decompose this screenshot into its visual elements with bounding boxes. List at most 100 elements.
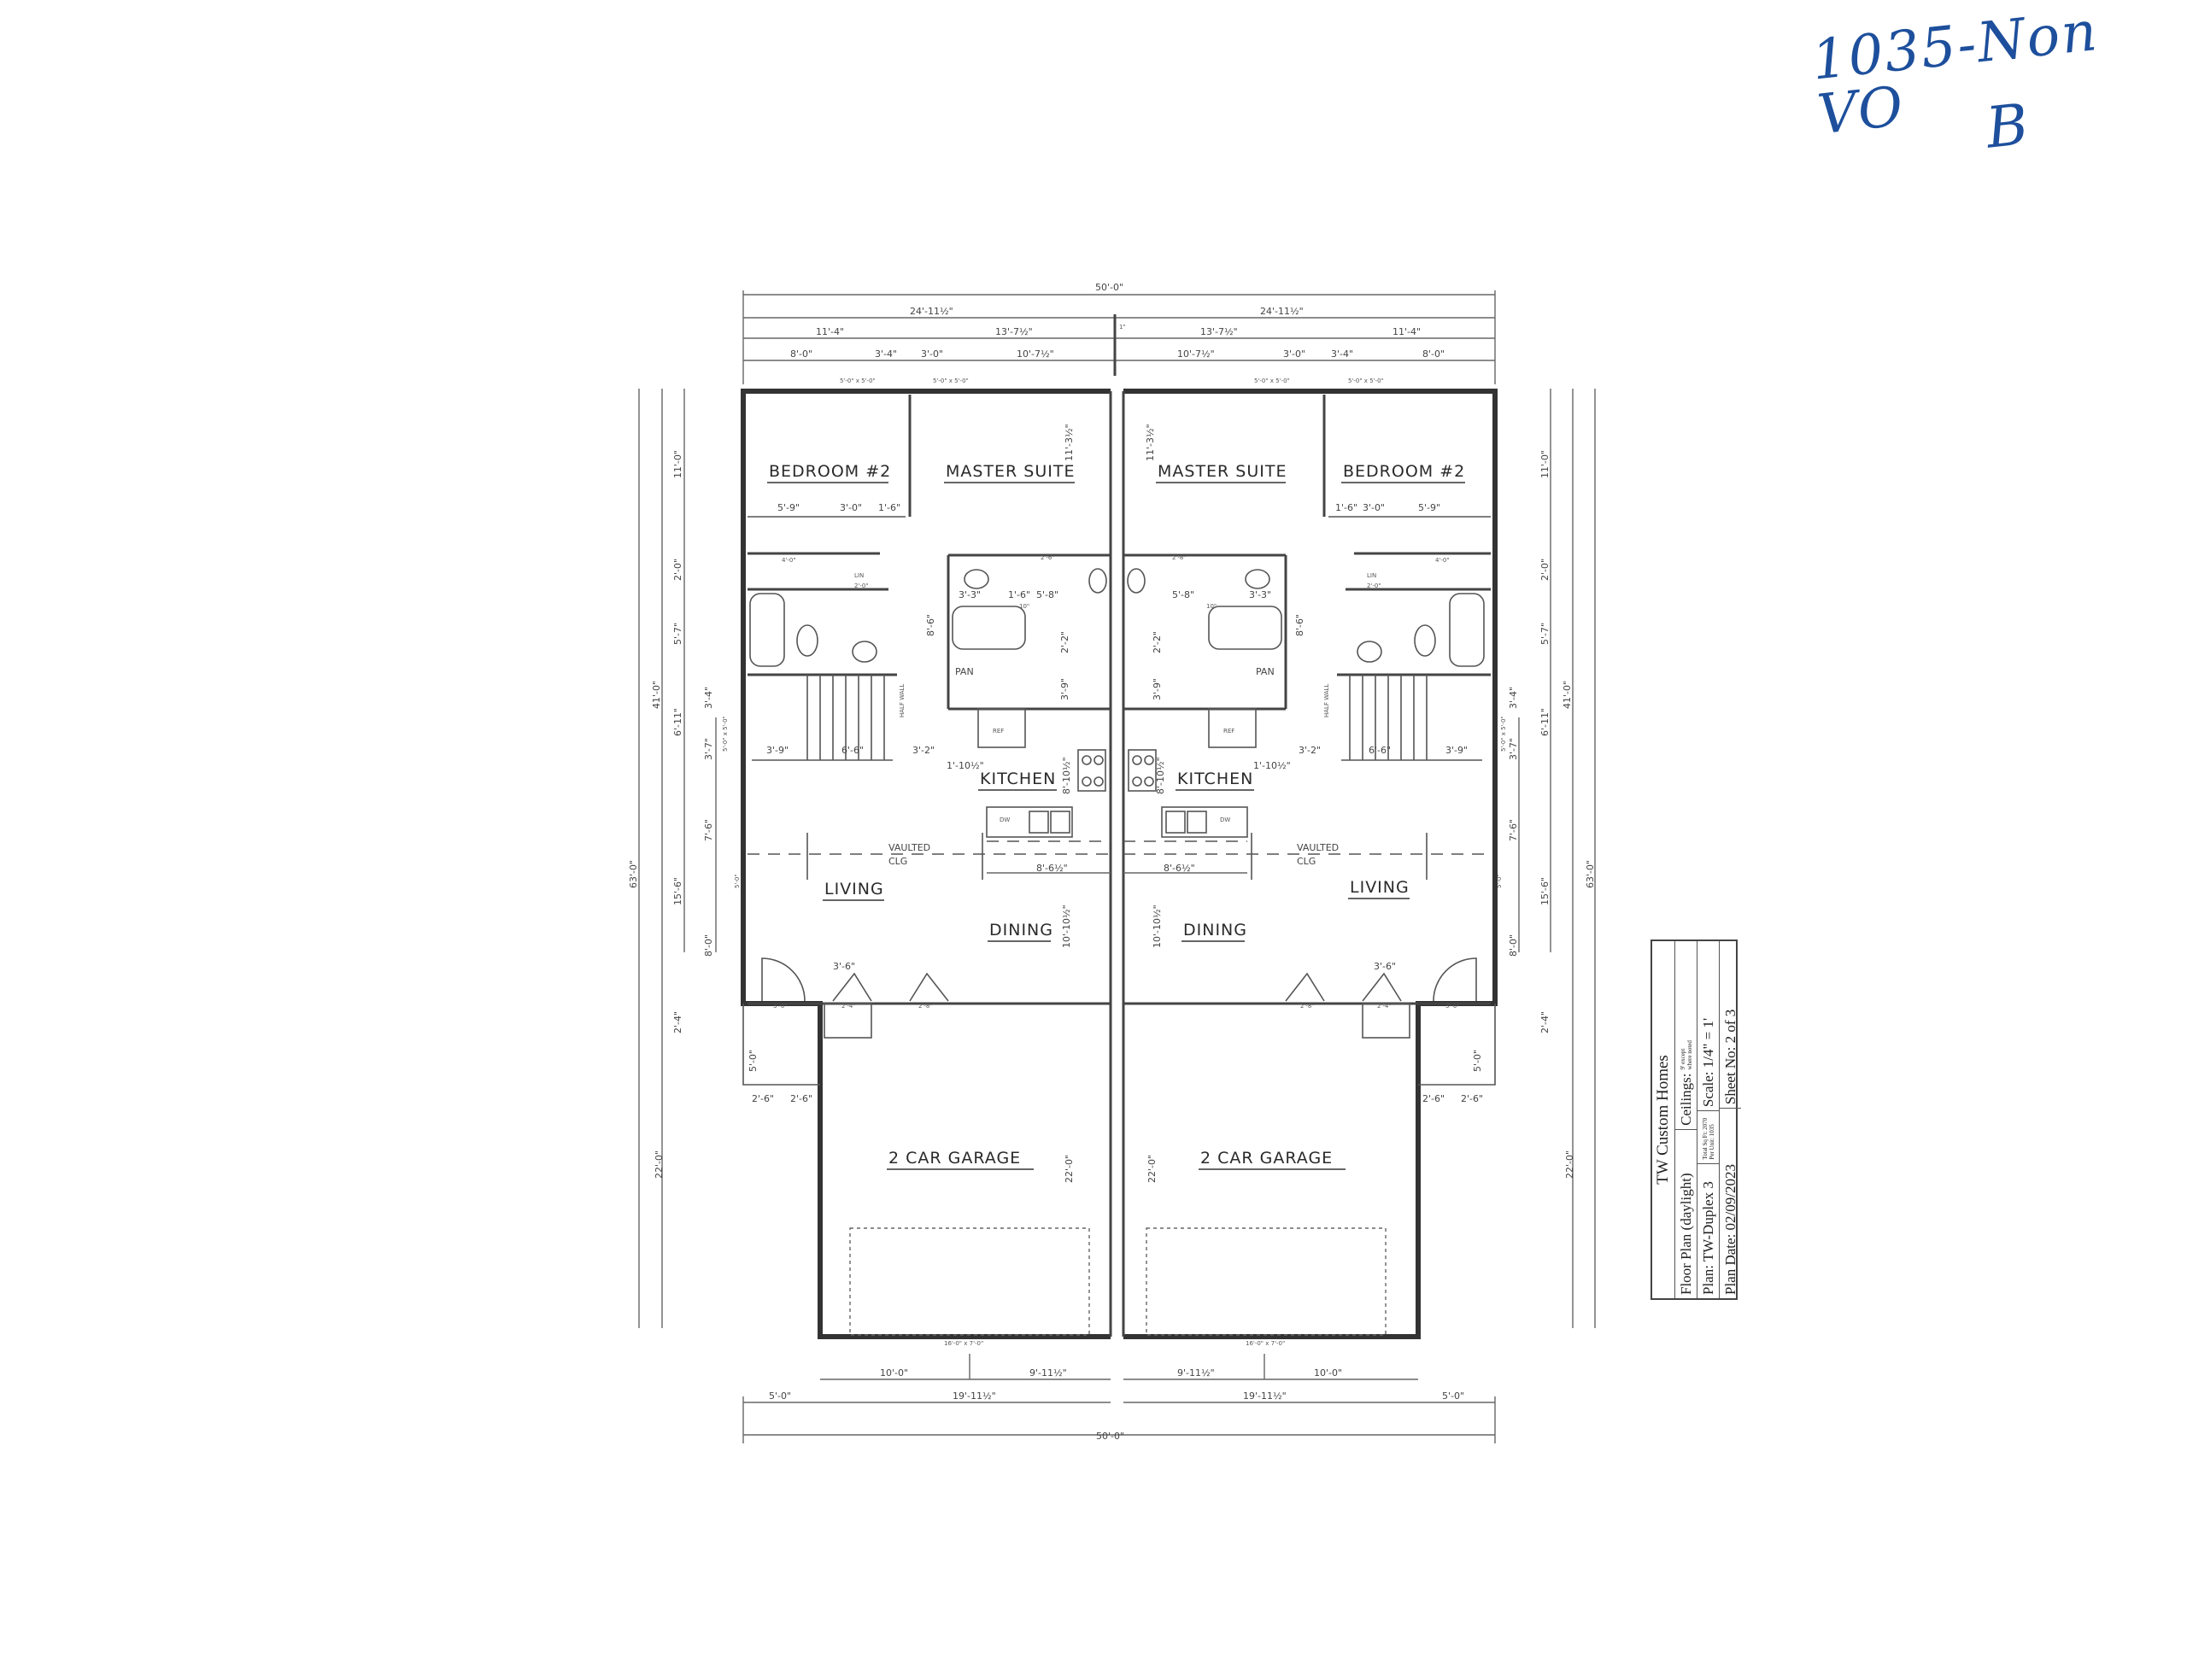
- overall-width-top: 50'-0": [1095, 282, 1123, 293]
- room-living-left: LIVING: [824, 880, 884, 899]
- svg-text:2'-6": 2'-6": [752, 1093, 774, 1104]
- svg-text:3'-4": 3'-4": [1508, 687, 1519, 709]
- svg-text:2'-6": 2'-6": [1041, 554, 1055, 561]
- svg-text:2'-6": 2'-6": [1461, 1093, 1483, 1104]
- svg-text:10'-10½": 10'-10½": [1152, 904, 1163, 948]
- svg-text:10'-7½": 10'-7½": [1017, 348, 1054, 360]
- svg-text:11'-4": 11'-4": [1393, 326, 1421, 337]
- svg-text:LIN: LIN: [1367, 572, 1376, 579]
- svg-text:2'-0": 2'-0": [1539, 559, 1551, 581]
- room-kitchen-left: KITCHEN: [980, 770, 1056, 788]
- room-living-right: LIVING: [1350, 878, 1410, 897]
- svg-text:11'-3½": 11'-3½": [1064, 424, 1075, 461]
- svg-text:19'-11½": 19'-11½": [953, 1390, 996, 1402]
- svg-text:15'-6": 15'-6": [1539, 877, 1551, 905]
- svg-text:8'-10½": 8'-10½": [1061, 757, 1072, 794]
- svg-text:PAN: PAN: [1256, 666, 1275, 677]
- room-bedroom-2-left: BEDROOM #2: [769, 462, 891, 481]
- svg-text:5'-0": 5'-0": [769, 1390, 791, 1402]
- drawing-title: Floor Plan (daylight): [1675, 1128, 1697, 1298]
- svg-text:5'-0": 5'-0": [748, 1050, 759, 1072]
- svg-text:7'-6": 7'-6": [1508, 819, 1519, 841]
- svg-text:3'-4": 3'-4": [703, 687, 714, 709]
- svg-text:2'-4": 2'-4": [1377, 1003, 1392, 1010]
- overall-width-bottom: 50'-0": [1096, 1431, 1124, 1442]
- svg-text:2'-8": 2'-8": [918, 1003, 933, 1010]
- svg-text:41'-0": 41'-0": [651, 681, 662, 709]
- svg-text:24'-11½": 24'-11½": [910, 306, 953, 317]
- left-interior-dims: 5'-9" 3'-0" 1'-6" 4'-0" 2'-0" 11'-3½" 3'…: [748, 424, 1124, 1442]
- svg-text:2'-0": 2'-0": [1367, 582, 1381, 589]
- right-dimensions: 63'-0" 41'-0" 11'-0" 2'-0" 5'-7" 6'-11" …: [1496, 389, 1596, 1328]
- svg-text:8'-0": 8'-0": [790, 348, 812, 360]
- svg-text:1'-10½": 1'-10½": [947, 760, 984, 771]
- svg-text:11'-0": 11'-0": [1539, 450, 1551, 478]
- svg-text:PAN: PAN: [955, 666, 974, 677]
- svg-text:HALF WALL: HALF WALL: [899, 684, 906, 717]
- svg-text:3'-2": 3'-2": [1299, 745, 1321, 756]
- svg-text:5'-0" x 5'-0": 5'-0" x 5'-0": [933, 378, 969, 384]
- left-room-labels: BEDROOM #2 MASTER SUITE KITCHEN LIVING D…: [767, 462, 1075, 1170]
- svg-text:13'-7½": 13'-7½": [1200, 326, 1238, 337]
- plan-date: Plan Date: 02/09/2023: [1720, 1108, 1741, 1298]
- svg-text:6'-11": 6'-11": [672, 708, 683, 736]
- svg-text:5'-0" x 5'-0": 5'-0" x 5'-0": [1348, 378, 1384, 384]
- room-garage-left: 2 CAR GARAGE: [888, 1149, 1021, 1168]
- svg-text:3'-0": 3'-0": [840, 502, 862, 513]
- svg-text:CLG: CLG: [888, 856, 907, 867]
- svg-text:10'-10½": 10'-10½": [1061, 904, 1072, 948]
- svg-text:5'-7": 5'-7": [1539, 623, 1551, 645]
- svg-text:10'-7½": 10'-7½": [1177, 348, 1215, 360]
- svg-text:7'-6": 7'-6": [703, 819, 714, 841]
- svg-text:3'-0": 3'-0": [1363, 502, 1385, 513]
- svg-text:19'-11½": 19'-11½": [1243, 1390, 1287, 1402]
- room-garage-right: 2 CAR GARAGE: [1200, 1149, 1333, 1168]
- sheet-number: Sheet No: 2 of 3: [1721, 1009, 1738, 1105]
- svg-text:2'-8": 2'-8": [1172, 554, 1187, 561]
- svg-text:DW: DW: [1220, 817, 1230, 823]
- svg-text:2'-6": 2'-6": [1422, 1093, 1445, 1104]
- svg-text:8'-10½": 8'-10½": [1155, 757, 1166, 794]
- left-dimensions: 63'-0" 41'-0" 11'-0" 2'-0" 5'-7" 6'-11" …: [628, 389, 741, 1328]
- room-master-suite-right: MASTER SUITE: [1158, 462, 1287, 481]
- svg-text:5'-0": 5'-0": [1442, 1390, 1464, 1402]
- svg-text:3'-4": 3'-4": [1331, 348, 1353, 360]
- svg-text:24'-11½": 24'-11½": [1260, 306, 1304, 317]
- svg-text:2'-8": 2'-8": [1300, 1003, 1315, 1010]
- room-bedroom-2-right: BEDROOM #2: [1343, 462, 1465, 481]
- svg-text:3'-4": 3'-4": [875, 348, 897, 360]
- svg-text:2'-0": 2'-0": [854, 582, 869, 589]
- room-dining-right: DINING: [1183, 921, 1247, 940]
- svg-text:5'-0" x 5'-0": 5'-0" x 5'-0": [840, 378, 876, 384]
- svg-text:3'-9": 3'-9": [1445, 745, 1468, 756]
- svg-text:10": 10": [1019, 603, 1029, 610]
- svg-text:15'-6": 15'-6": [672, 877, 683, 905]
- svg-text:3'-0": 3'-0": [773, 1003, 788, 1010]
- svg-text:REF: REF: [1223, 728, 1234, 735]
- right-stairs: [1341, 675, 1482, 761]
- svg-text:1'-6": 1'-6": [1008, 589, 1030, 600]
- svg-text:9'-11½": 9'-11½": [1029, 1367, 1067, 1379]
- svg-text:8'-0": 8'-0": [1508, 934, 1519, 957]
- svg-text:3'-3": 3'-3": [959, 589, 981, 600]
- svg-text:5'-0" x 5'-0": 5'-0" x 5'-0": [722, 716, 729, 752]
- svg-text:22'-0": 22'-0": [1146, 1155, 1158, 1183]
- svg-text:2'-2": 2'-2": [1152, 631, 1163, 653]
- svg-text:3'-6": 3'-6": [1374, 961, 1396, 972]
- svg-text:5'-9": 5'-9": [777, 502, 800, 513]
- svg-text:3'-7": 3'-7": [1508, 738, 1519, 760]
- svg-text:VAULTED: VAULTED: [1297, 842, 1339, 853]
- svg-text:5'-0" x 5'-0": 5'-0" x 5'-0": [1500, 716, 1507, 752]
- svg-text:6'-6": 6'-6": [1369, 745, 1391, 756]
- svg-text:3'-3": 3'-3": [1249, 589, 1271, 600]
- svg-text:5'-0": 5'-0": [1496, 874, 1503, 888]
- svg-text:2'-6": 2'-6": [790, 1093, 812, 1104]
- svg-text:8'-6": 8'-6": [925, 614, 936, 636]
- svg-text:10'-0": 10'-0": [880, 1367, 908, 1379]
- svg-text:22'-0": 22'-0": [1064, 1155, 1075, 1183]
- svg-text:LIN: LIN: [854, 572, 864, 579]
- scale: Scale: 1/4" = 1': [1699, 1017, 1716, 1108]
- svg-text:8'-6½": 8'-6½": [1164, 863, 1195, 874]
- svg-text:3'-2": 3'-2": [912, 745, 935, 756]
